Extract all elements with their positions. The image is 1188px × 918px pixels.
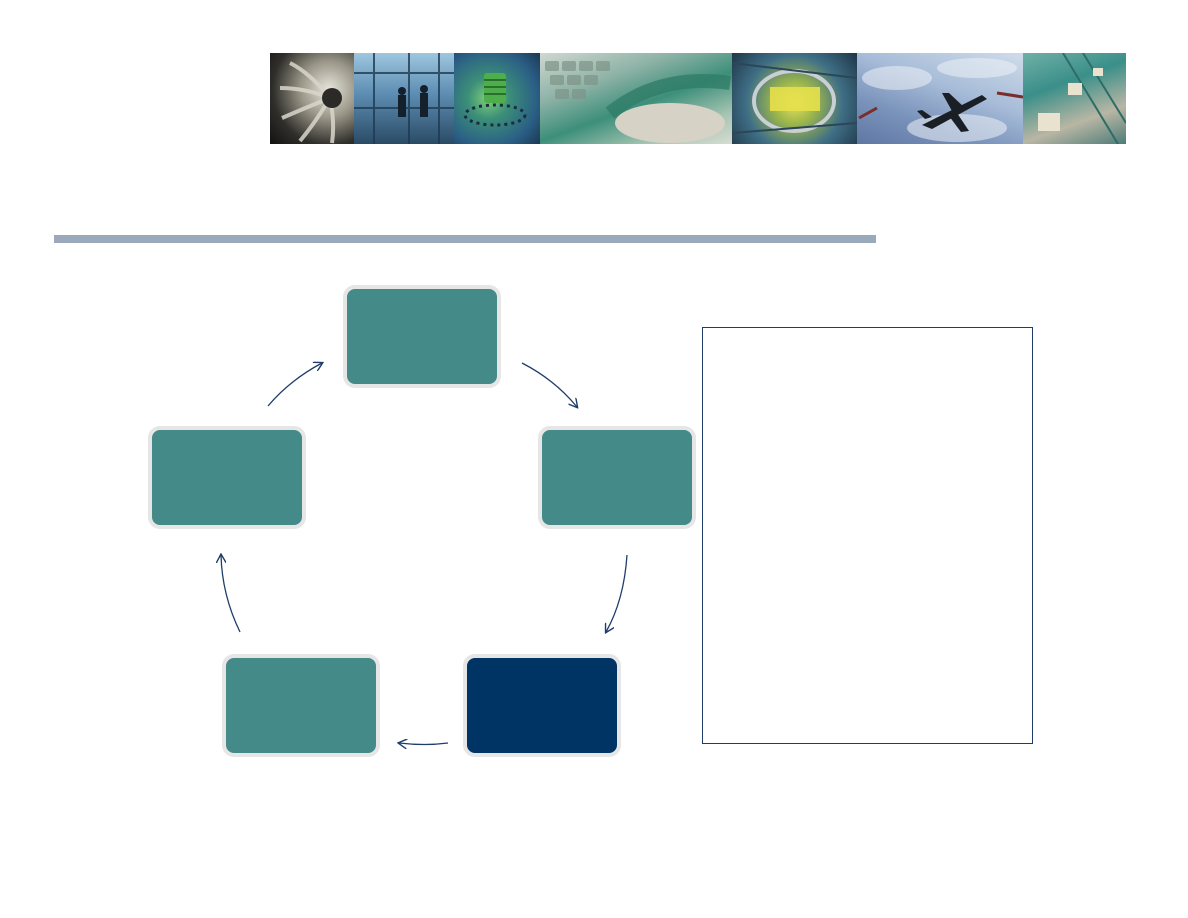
factory-interior-image [732,53,857,144]
arrow-left-to-top [267,363,322,407]
turbine-engine-image [270,53,354,144]
title-divider [54,235,876,243]
workers-on-scaffold-image [354,53,454,144]
cycle-box-top [343,285,501,388]
airplane-image [857,53,1023,144]
arrow-bottom-left-to-left [221,555,241,633]
cycle-box-right [538,426,696,529]
arrow-top-to-right [521,362,577,407]
conveyor-boxes-image [1023,53,1126,144]
keyboard-image [540,53,732,144]
circuit-component-image [454,53,540,144]
cycle-box-bottom-right [463,654,621,757]
arrow-right-to-bottom-right [606,554,628,632]
cycle-box-bottom-left [222,654,380,757]
arrow-bottom-right-to-bottom-left [399,743,449,745]
header-image-banner [270,53,1126,144]
side-text-box [702,327,1033,744]
cycle-box-left [148,426,306,529]
